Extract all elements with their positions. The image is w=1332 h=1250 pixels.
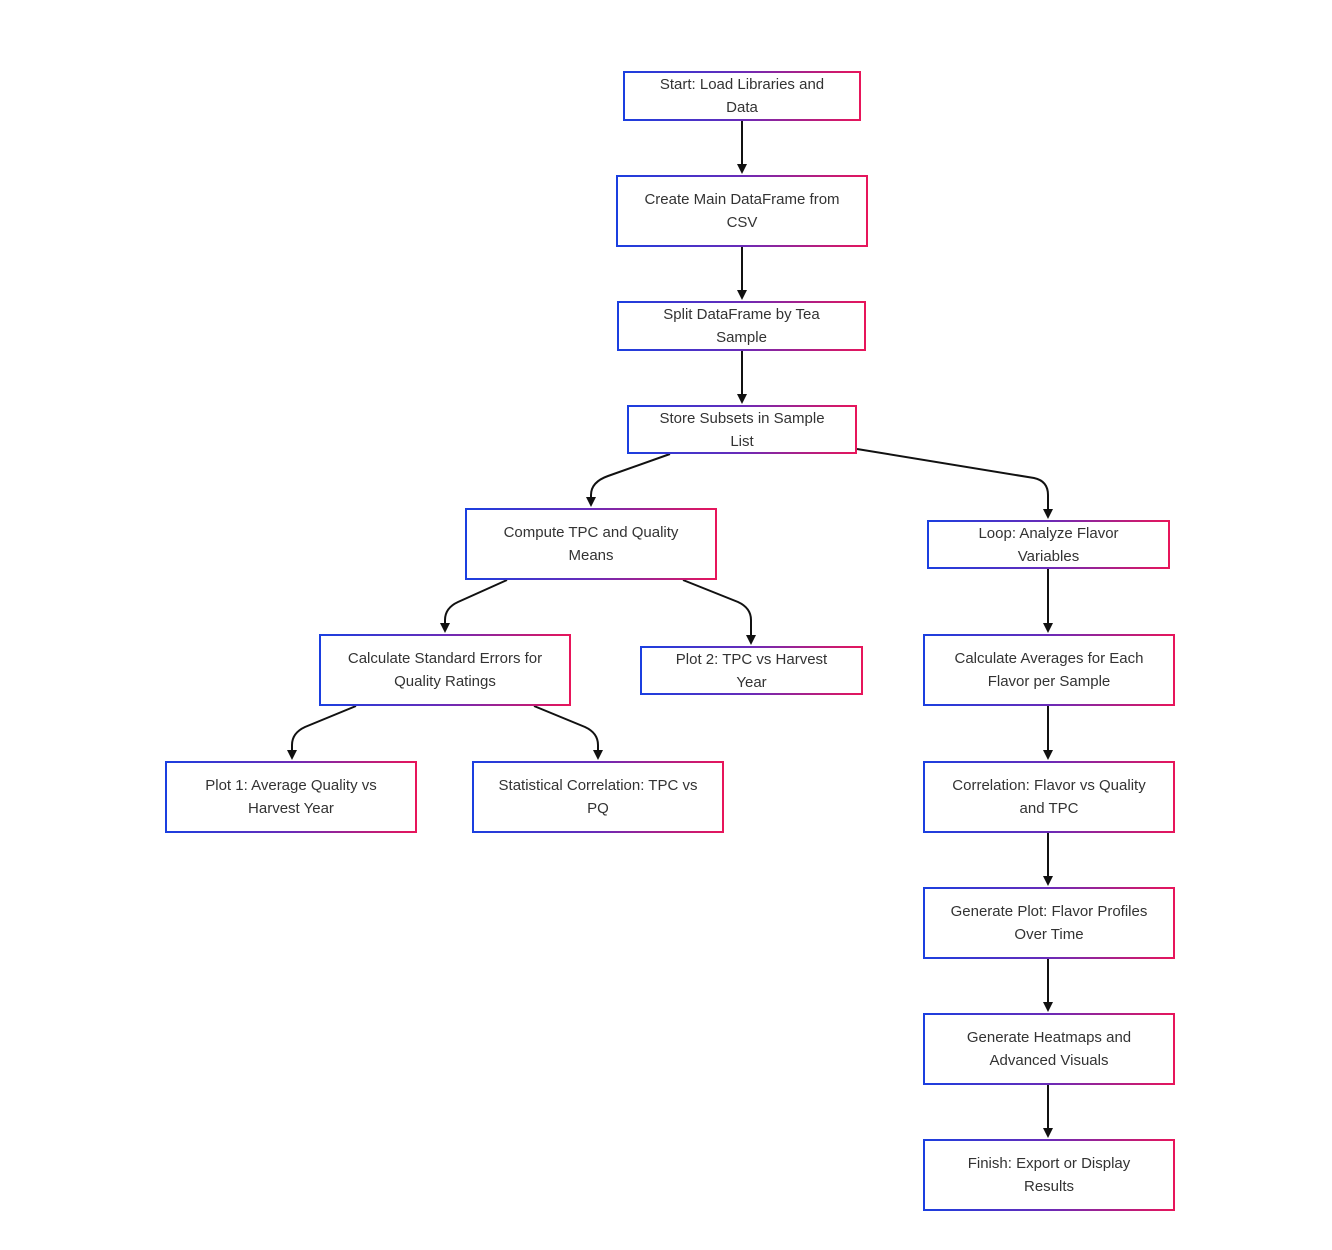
node-statcorr: Statistical Correlation: TPC vs PQ: [472, 761, 724, 833]
node-label-averages: Calculate Averages for Each Flavor per S…: [954, 650, 1144, 690]
edge-stderr-to-plot1: [287, 705, 357, 760]
node-create: Create Main DataFrame from CSV: [616, 175, 868, 247]
node-finish: Finish: Export or Display Results: [923, 1139, 1175, 1211]
node-heatmaps: Generate Heatmaps and Advanced Visuals: [923, 1013, 1175, 1085]
node-label-plot1: Plot 1: Average Quality vs Harvest Year: [205, 777, 377, 817]
node-label-finish: Finish: Export or Display Results: [967, 1155, 1131, 1195]
node-corr: Correlation: Flavor vs Quality and TPC: [923, 761, 1175, 833]
node-label-loop: Loop: Analyze Flavor Variables: [978, 524, 1119, 565]
node-label-genplot: Generate Plot: Flavor Profiles Over Time: [950, 903, 1148, 943]
node-label-statcorr: Statistical Correlation: TPC vs PQ: [498, 777, 698, 817]
node-label-store: Store Subsets in Sample List: [659, 409, 825, 450]
edge-compute-to-stderr: [440, 579, 508, 633]
node-label-stderr: Calculate Standard Errors for Quality Ra…: [347, 650, 543, 690]
edge-store-to-loop: [856, 448, 1053, 519]
node-store: Store Subsets in Sample List: [627, 405, 857, 454]
node-split: Split DataFrame by Tea Sample: [617, 301, 866, 351]
node-label-corr: Correlation: Flavor vs Quality and TPC: [952, 777, 1146, 817]
node-plot2: Plot 2: TPC vs Harvest Year: [640, 646, 863, 695]
edge-compute-to-plot2: [682, 579, 756, 645]
node-label-heatmaps: Generate Heatmaps and Advanced Visuals: [966, 1029, 1132, 1069]
node-label-start: Start: Load Libraries and Data: [659, 76, 825, 116]
node-label-create: Create Main DataFrame from CSV: [644, 191, 840, 231]
node-averages: Calculate Averages for Each Flavor per S…: [923, 634, 1175, 706]
node-loop: Loop: Analyze Flavor Variables: [927, 520, 1170, 569]
node-plot1: Plot 1: Average Quality vs Harvest Year: [165, 761, 417, 833]
node-genplot: Generate Plot: Flavor Profiles Over Time: [923, 887, 1175, 959]
node-label-compute: Compute TPC and Quality Means: [503, 524, 679, 564]
node-stderr: Calculate Standard Errors for Quality Ra…: [319, 634, 571, 706]
edge-store-to-compute: [586, 453, 671, 507]
node-start: Start: Load Libraries and Data: [623, 71, 861, 121]
node-label-split: Split DataFrame by Tea Sample: [663, 306, 820, 346]
node-compute: Compute TPC and Quality Means: [465, 508, 717, 580]
node-label-plot2: Plot 2: TPC vs Harvest Year: [675, 650, 828, 691]
edge-stderr-to-statcorr: [533, 705, 603, 760]
